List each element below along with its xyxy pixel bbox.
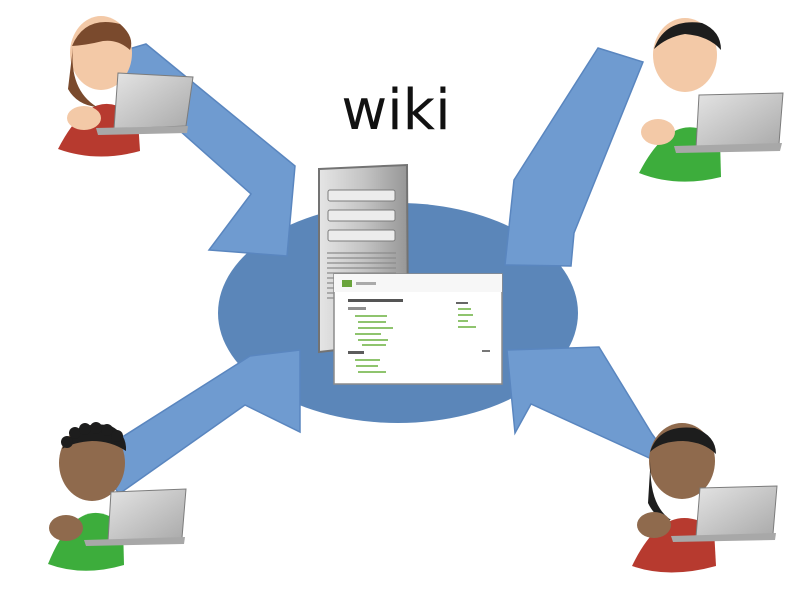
wiki-page-screenshot: [333, 273, 503, 385]
user-with-laptop-icon: [639, 18, 784, 182]
user-with-laptop-icon: [632, 423, 778, 573]
arrow-icon: [504, 47, 645, 267]
user-with-laptop-icon: [48, 422, 187, 571]
user-with-laptop-icon: [58, 16, 194, 157]
arrow-icon: [92, 349, 301, 496]
diagram-title: wiki: [341, 78, 450, 143]
